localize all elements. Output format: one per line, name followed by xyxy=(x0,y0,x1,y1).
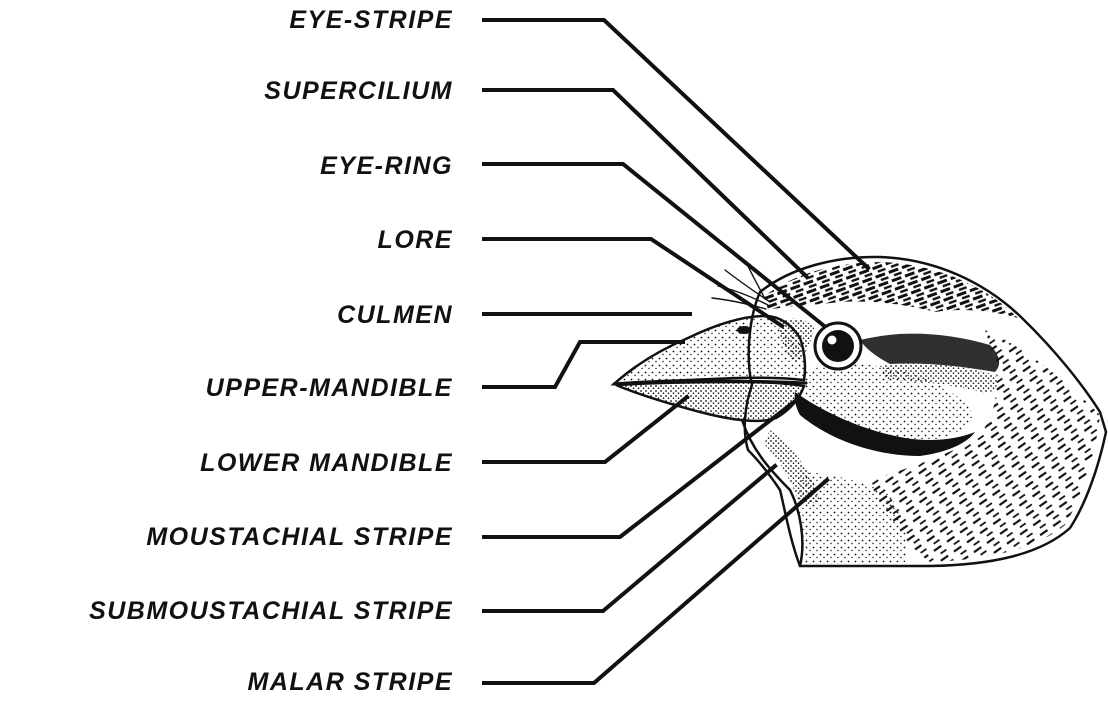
label-upper-mandible: UPPER-MANDIBLE xyxy=(206,373,453,403)
label-culmen: CULMEN xyxy=(337,300,453,330)
label-eye-ring: EYE-RING xyxy=(320,151,453,181)
label-eye-stripe: EYE-STRIPE xyxy=(289,5,453,35)
upper-mandible-shape xyxy=(614,316,805,384)
label-submoustachial-stripe: SUBMOUSTACHIAL STRIPE xyxy=(89,596,453,626)
label-supercilium: SUPERCILIUM xyxy=(264,76,453,106)
leader-eye-stripe xyxy=(484,20,868,268)
eye xyxy=(822,330,854,362)
nostril xyxy=(737,326,751,334)
label-lower-mandible: LOWER MANDIBLE xyxy=(200,448,453,478)
eye-highlight xyxy=(828,336,837,345)
leader-lower-mandible xyxy=(484,397,687,462)
bird-head-drawing xyxy=(614,257,1106,566)
label-lore: LORE xyxy=(378,225,453,255)
label-moustachial-stripe: MOUSTACHIAL STRIPE xyxy=(146,522,453,552)
label-malar-stripe: MALAR STRIPE xyxy=(248,667,454,697)
